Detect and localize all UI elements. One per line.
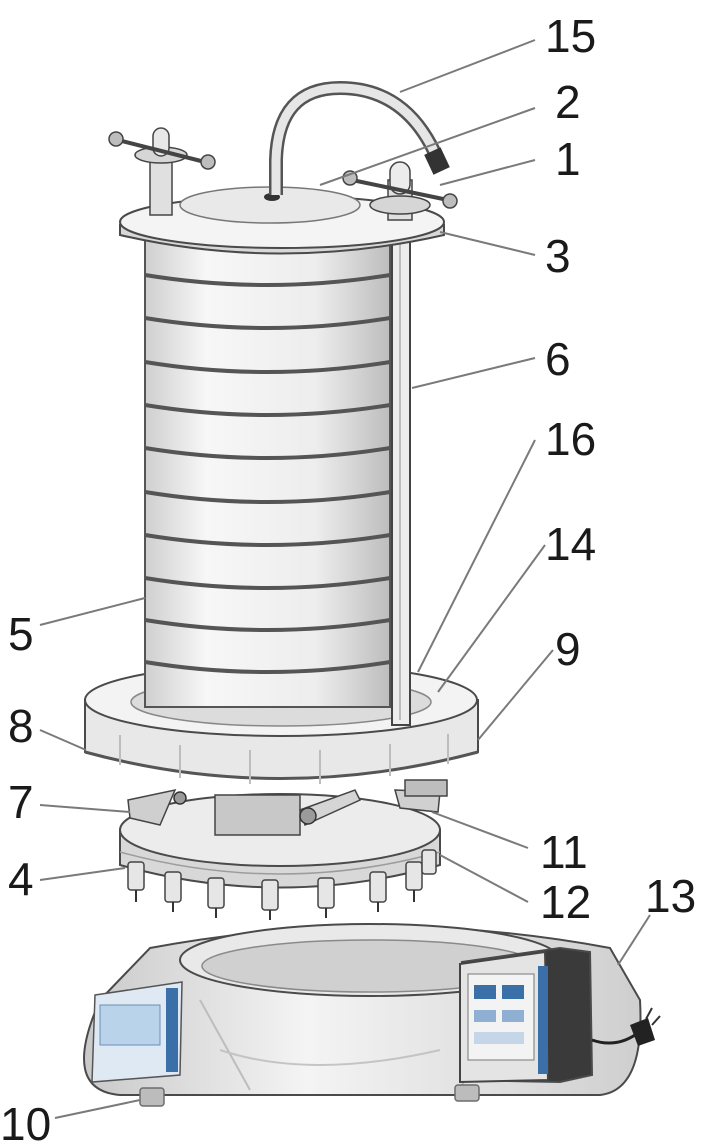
control-key — [474, 1010, 496, 1022]
leader-11 — [431, 811, 529, 849]
power-plug — [630, 1007, 661, 1046]
control-key — [502, 985, 524, 999]
control-box — [459, 946, 661, 1084]
sieve-ring-lines — [144, 273, 391, 674]
clamping-knob-right — [342, 161, 458, 221]
callout-7: 7 — [8, 776, 34, 828]
lid — [119, 186, 445, 255]
callout-6: 6 — [545, 333, 571, 385]
leader-9 — [477, 649, 554, 741]
callout-10: 10 — [0, 1098, 51, 1148]
leader-3 — [439, 231, 536, 256]
callout-4: 4 — [8, 853, 34, 905]
leader-5 — [39, 597, 146, 626]
leader-10 — [54, 1099, 141, 1119]
leader-15 — [399, 39, 536, 93]
callout-12: 12 — [540, 876, 591, 928]
leader-lines — [39, 39, 651, 1119]
callout-13: 13 — [645, 870, 696, 922]
foot — [454, 1084, 480, 1102]
leader-16 — [417, 439, 536, 673]
suction-tube — [269, 80, 450, 195]
callout-9: 9 — [555, 623, 581, 675]
leader-13 — [617, 914, 651, 966]
callout-8: 8 — [8, 700, 34, 752]
clamping-knob-left — [108, 127, 216, 216]
drive-motor-block — [214, 794, 301, 836]
callout-labels: 15 2 1 3 6 16 14 9 5 8 7 11 4 12 13 10 — [0, 10, 696, 1148]
leader-8 — [39, 729, 87, 751]
spring-clamp — [404, 779, 448, 797]
vibration-mechanism — [127, 779, 448, 836]
leader-2 — [319, 107, 536, 186]
control-key — [474, 985, 496, 999]
control-display — [474, 1032, 524, 1044]
callout-1: 1 — [555, 133, 581, 185]
leader-4 — [39, 867, 126, 881]
front-label-plate — [91, 981, 183, 1083]
power-cord — [591, 1033, 636, 1045]
leader-1 — [439, 159, 536, 186]
callout-11: 11 — [540, 826, 588, 878]
callout-15: 15 — [545, 10, 596, 62]
callout-5: 5 — [8, 608, 34, 660]
control-key — [502, 1010, 524, 1022]
callout-16: 16 — [545, 413, 596, 465]
sieve-stack — [144, 231, 391, 708]
mounting-bolts — [127, 849, 437, 911]
leader-7 — [39, 804, 131, 813]
leader-14 — [437, 544, 546, 693]
callout-14: 14 — [545, 518, 596, 570]
callout-3: 3 — [545, 230, 571, 282]
foot — [139, 1087, 165, 1107]
callout-2: 2 — [555, 76, 581, 128]
tube-fitting — [424, 147, 450, 175]
leader-6 — [411, 357, 536, 389]
clamping-rod — [391, 214, 411, 726]
leader-12 — [439, 854, 529, 903]
